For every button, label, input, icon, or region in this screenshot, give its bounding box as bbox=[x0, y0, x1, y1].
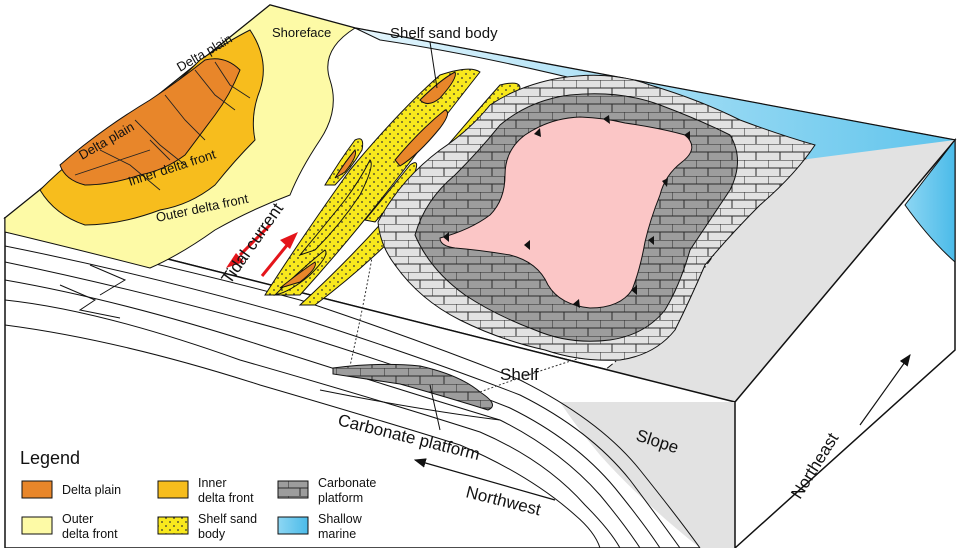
reef-rim-ticks bbox=[443, 115, 690, 308]
legend-label-inner-delta-front-2: delta front bbox=[198, 491, 254, 505]
legend-label-shallow-marine-2: marine bbox=[318, 527, 356, 541]
legend-label-delta-plain: Delta plain bbox=[62, 483, 121, 497]
delta-plain-area bbox=[59, 58, 241, 186]
legend-label-outer-delta-front-1: Outer bbox=[62, 512, 93, 526]
legend-label-carbonate-platform-1: Carbonate bbox=[318, 476, 376, 490]
label-shelf-sand-body: Shelf sand body bbox=[390, 25, 498, 42]
front-cross-section bbox=[4, 217, 736, 548]
northwest-arrow bbox=[413, 458, 556, 501]
legend-swatch-delta-plain bbox=[21, 480, 53, 499]
legend-label-shallow-marine-1: Shallow bbox=[318, 512, 363, 526]
shallow-marine-side bbox=[904, 138, 956, 264]
platform-interior-lagoon bbox=[439, 116, 693, 309]
slope-front-face bbox=[560, 402, 735, 548]
label-shoreface: Shoreface bbox=[272, 25, 331, 40]
legend-swatch-inner-delta-front bbox=[157, 480, 189, 499]
label-shelf: Shelf bbox=[500, 365, 539, 384]
shelf-sand-leader bbox=[429, 41, 438, 89]
carbonate-leader bbox=[429, 384, 441, 431]
legend-label-outer-delta-front-2: delta front bbox=[62, 527, 118, 541]
legend-swatch-shelf-sand-body bbox=[157, 516, 189, 535]
tidal-current-arrows bbox=[226, 223, 298, 277]
legend-label-shelf-sand-body-2: body bbox=[198, 527, 226, 541]
legend-swatch-shallow-marine bbox=[277, 516, 309, 535]
right-cross-section bbox=[734, 137, 956, 548]
legend: Legend Delta plain Inner delta front Car… bbox=[20, 448, 376, 541]
northeast-arrow bbox=[859, 354, 911, 426]
legend-title: Legend bbox=[20, 448, 80, 468]
distributary-channels bbox=[74, 61, 251, 191]
legend-swatch-carbonate-platform bbox=[277, 480, 309, 499]
legend-label-carbonate-platform-2: platform bbox=[318, 491, 363, 505]
carbonate-platform-lens bbox=[332, 363, 493, 411]
legend-label-shelf-sand-body-1: Shelf sand bbox=[198, 512, 257, 526]
legend-label-inner-delta-front-1: Inner bbox=[198, 476, 227, 490]
legend-swatch-outer-delta-front bbox=[21, 516, 53, 535]
